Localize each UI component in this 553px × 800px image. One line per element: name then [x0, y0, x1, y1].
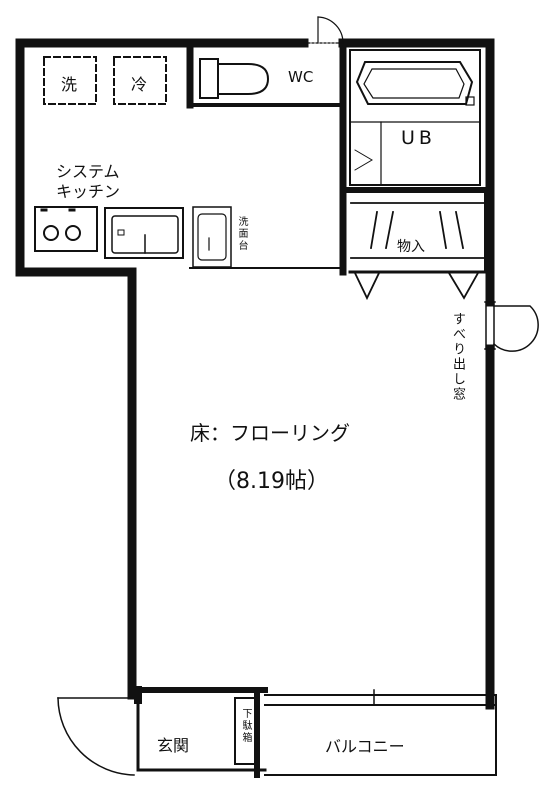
washbasin-label: 洗面台 [236, 216, 247, 252]
floor-label: 床：フローリング [190, 421, 350, 445]
kitchen-counter [34, 206, 232, 268]
entrance-label: 玄関 [157, 736, 190, 755]
balcony-label: バルコニー [325, 737, 405, 756]
shoe-box-outline [234, 697, 256, 765]
sliding-window [484, 301, 539, 352]
balcony-outline [264, 689, 497, 776]
washer-pan [43, 56, 97, 105]
area-label: （8.19帖） [214, 469, 329, 494]
interior-walls [186, 43, 493, 778]
outer-walls [15, 38, 495, 772]
fridge-pan [113, 56, 167, 105]
bathtub-icon [349, 49, 481, 186]
wc-label: WC [288, 68, 314, 86]
toilet-icon [199, 58, 270, 99]
fridge-label: 冷 [131, 75, 148, 94]
shoe-box-label: 下駄箱 [240, 708, 251, 744]
kitchen-label-line2: キッチン [56, 182, 121, 201]
washer-label: 洗 [61, 75, 78, 94]
storage-closet [350, 202, 486, 301]
entrance-door [57, 697, 135, 776]
sliding-window-label: すべり出し窓 [450, 312, 465, 402]
wc-corridor-door [303, 16, 344, 44]
kitchen-label-line1: システム [56, 162, 120, 181]
ub-label: UB [401, 127, 436, 149]
storage-label: 物入 [397, 239, 425, 255]
